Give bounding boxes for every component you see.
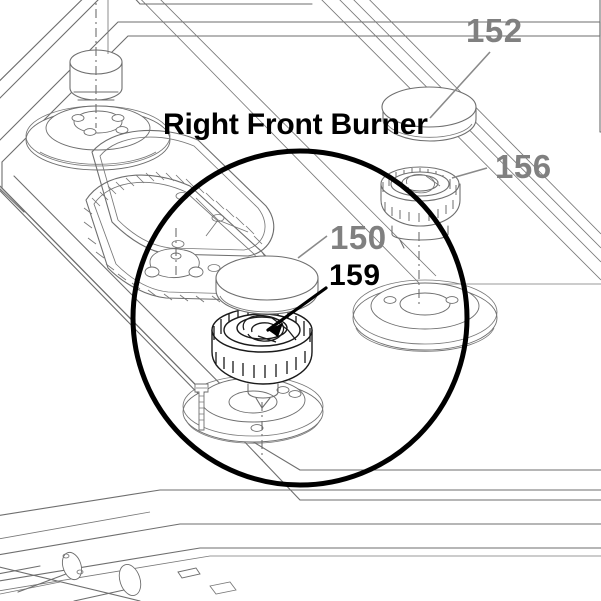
burner-head-right-front <box>211 307 313 409</box>
burner-cap-right-front <box>215 255 319 315</box>
burner-cap-rear-right <box>381 86 477 142</box>
mounting-screw <box>194 383 209 431</box>
burner-base-right-rear <box>352 232 498 352</box>
callout-label-159: 159 <box>329 259 381 292</box>
leader-152 <box>429 51 491 119</box>
igniter-bracket-left <box>144 228 204 279</box>
callout-label-150: 150 <box>330 219 387 256</box>
leader-156 <box>451 167 488 179</box>
burner-base-left-rear <box>25 105 171 171</box>
right-front-burner-highlight <box>130 148 470 488</box>
page-title: Right Front Burner <box>163 108 428 141</box>
callout-label-152: 152 <box>466 12 523 49</box>
burner-base-right-front <box>182 375 324 444</box>
leader-159-arrowhead <box>268 323 283 337</box>
leader-159 <box>266 286 328 332</box>
rear-tube-bundle <box>135 0 313 5</box>
callout-label-156: 156 <box>495 148 552 185</box>
leader-150 <box>297 235 328 259</box>
leader-lines <box>266 51 491 337</box>
lower-control-panel <box>0 489 601 601</box>
